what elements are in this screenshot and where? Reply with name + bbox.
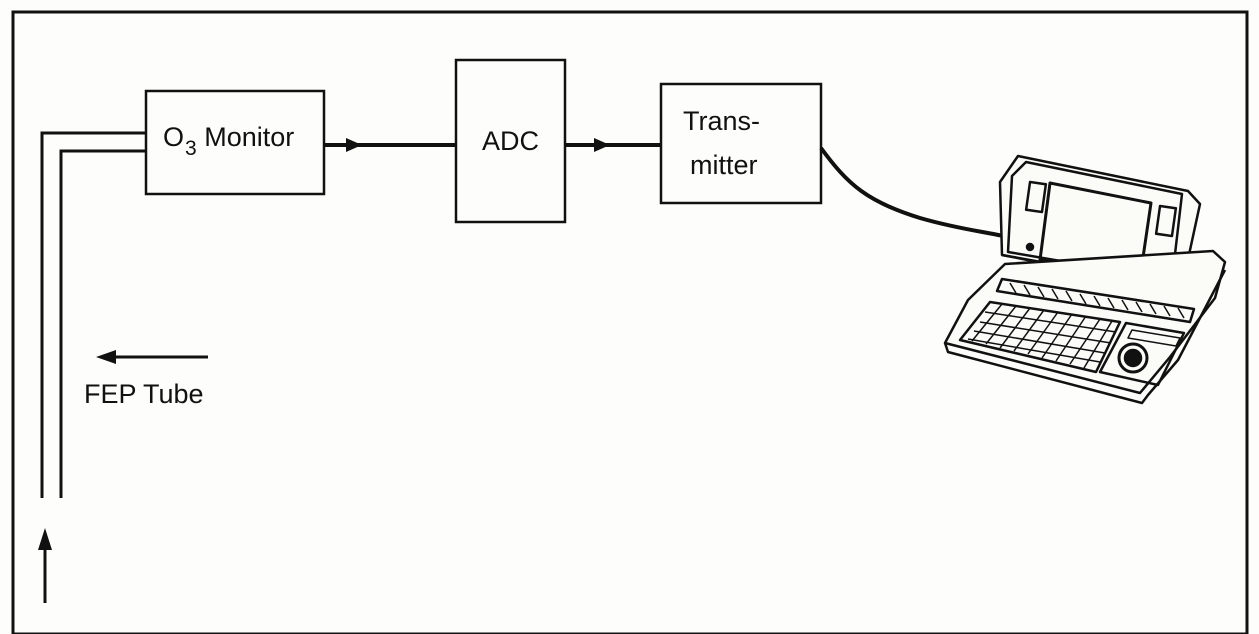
monitor-to-adc-arrowhead	[346, 138, 362, 152]
transmitter-box	[661, 84, 821, 203]
fep-tube-label: FEP Tube	[84, 381, 204, 408]
transmitter-label-line2: mitter	[690, 152, 758, 179]
adc-label: ADC	[482, 128, 539, 155]
inlet-arrowhead	[38, 528, 52, 550]
transmitter-label-line1: Trans-	[683, 108, 760, 135]
transmitter-to-computer-cable	[821, 148, 1003, 236]
laptop-computer-icon	[945, 156, 1225, 403]
adc-to-transmitter-arrowhead	[594, 138, 610, 152]
o3-monitor-label: O3 Monitor	[163, 124, 294, 151]
o3-main: O	[163, 122, 184, 152]
o3-subscript: 3	[185, 137, 197, 160]
o3-rest: Monitor	[197, 122, 295, 152]
fep-tube-inner	[61, 151, 146, 498]
fep-tube-arrowhead	[96, 350, 116, 364]
fep-tube-outer	[42, 133, 146, 498]
